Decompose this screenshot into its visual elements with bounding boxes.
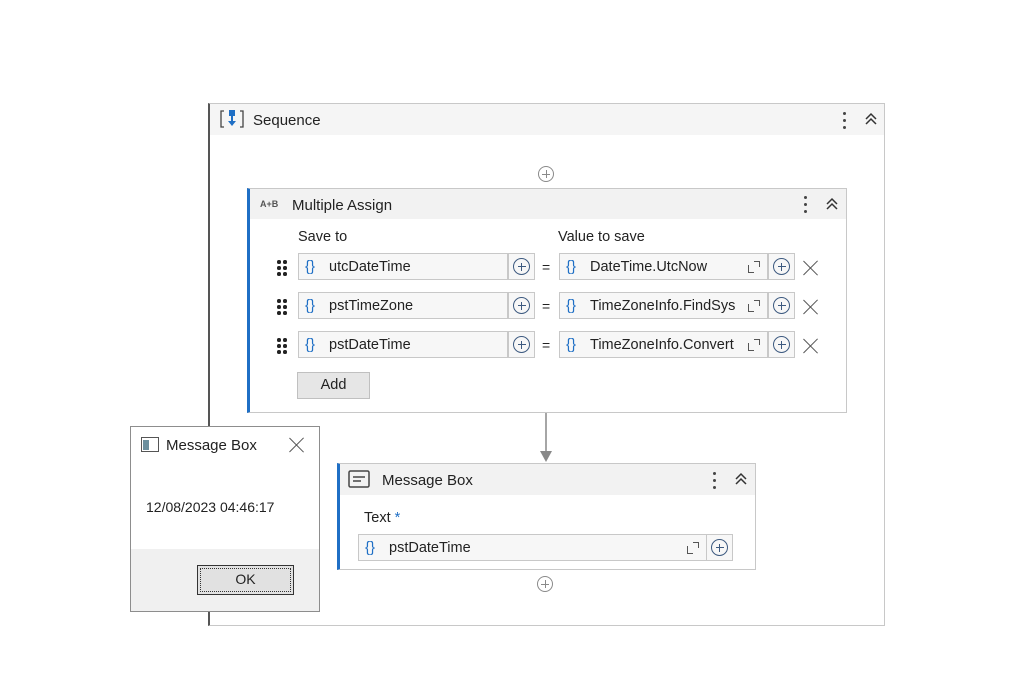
dialog-message: 12/08/2023 04:46:17 [146,499,275,515]
ok-button[interactable]: OK [197,565,294,595]
add-icon [711,539,728,556]
multiple-assign-header[interactable]: A+B Multiple Assign [250,189,846,219]
message-box-activity-title: Message Box [382,472,473,489]
window-icon [141,437,159,452]
save-to-value: utcDateTime [329,259,411,275]
expression-braces-icon: {} [566,297,577,314]
save-to-field[interactable]: {} utcDateTime [298,253,508,280]
multiple-assign-activity[interactable]: A+B Multiple Assign Save to Value to sav… [247,188,847,413]
message-box-more-icon[interactable] [713,472,717,493]
insert-activity-bottom-icon[interactable] [537,576,553,592]
save-to-add-button[interactable] [508,331,535,358]
save-to-value: pstTimeZone [329,298,414,314]
text-field[interactable]: {} pstDateTime [358,534,707,561]
expand-editor-icon[interactable] [748,261,761,274]
value-text: TimeZoneInfo.Convert [590,337,734,353]
message-box-collapse-icon[interactable] [734,472,748,486]
save-to-add-button[interactable] [508,253,535,280]
text-property-label: Text * [364,510,400,526]
expression-braces-icon: {} [305,336,316,353]
expression-braces-icon: {} [566,336,577,353]
add-row-button[interactable]: Add [297,372,370,399]
multiple-assign-more-icon[interactable] [804,196,808,217]
row-drag-handle-icon[interactable] [277,338,289,356]
insert-activity-top-icon[interactable] [538,166,554,182]
assign-icon: A+B [260,199,279,209]
add-icon [773,336,790,353]
value-field[interactable]: {} DateTime.UtcNow [559,253,768,280]
save-to-field[interactable]: {} pstDateTime [298,331,508,358]
remove-row-icon[interactable] [803,260,819,276]
save-to-field[interactable]: {} pstTimeZone [298,292,508,319]
dialog-title: Message Box [166,437,257,454]
expand-editor-icon[interactable] [687,542,700,555]
text-label: Text [364,510,391,526]
sequence-icon [220,110,244,128]
add-icon [513,258,530,275]
multiple-assign-title: Multiple Assign [292,197,393,214]
add-icon [773,297,790,314]
save-to-label: Save to [298,229,348,245]
row-drag-handle-icon[interactable] [277,260,289,278]
expression-braces-icon: {} [305,297,316,314]
expand-editor-icon[interactable] [748,300,761,313]
message-box-activity[interactable]: Message Box Text * {} pstDateTime [337,463,756,570]
value-add-button[interactable] [768,331,795,358]
expression-braces-icon: {} [365,539,376,556]
equals-sign: = [542,259,551,275]
value-add-button[interactable] [768,292,795,319]
sequence-header[interactable]: Sequence [210,104,884,135]
required-marker: * [394,510,401,526]
save-to-value: pstDateTime [329,337,411,353]
equals-sign: = [542,337,551,353]
value-field[interactable]: {} TimeZoneInfo.FindSys [559,292,768,319]
expand-editor-icon[interactable] [748,339,761,352]
value-text: TimeZoneInfo.FindSys [590,298,736,314]
value-text: DateTime.UtcNow [590,259,708,275]
value-add-button[interactable] [768,253,795,280]
add-icon [513,297,530,314]
remove-row-icon[interactable] [803,299,819,315]
connector-arrow [540,412,552,462]
close-icon[interactable] [289,437,305,453]
value-to-save-label: Value to save [558,229,645,245]
equals-sign: = [542,298,551,314]
ok-button-label: OK [235,571,256,587]
value-field[interactable]: {} TimeZoneInfo.Convert [559,331,768,358]
sequence-more-icon[interactable] [843,112,847,133]
text-add-button[interactable] [706,534,733,561]
remove-row-icon[interactable] [803,338,819,354]
message-box-dialog[interactable]: Message Box 12/08/2023 04:46:17 OK [130,426,320,612]
expression-braces-icon: {} [566,258,577,275]
save-to-add-button[interactable] [508,292,535,319]
sequence-collapse-icon[interactable] [864,112,878,126]
message-box-header[interactable]: Message Box [340,464,755,495]
message-box-icon [348,470,370,488]
text-field-value: pstDateTime [389,540,471,556]
add-icon [773,258,790,275]
add-icon [513,336,530,353]
multiple-assign-collapse-icon[interactable] [825,197,839,211]
row-drag-handle-icon[interactable] [277,299,289,317]
expression-braces-icon: {} [305,258,316,275]
sequence-title: Sequence [253,112,321,129]
